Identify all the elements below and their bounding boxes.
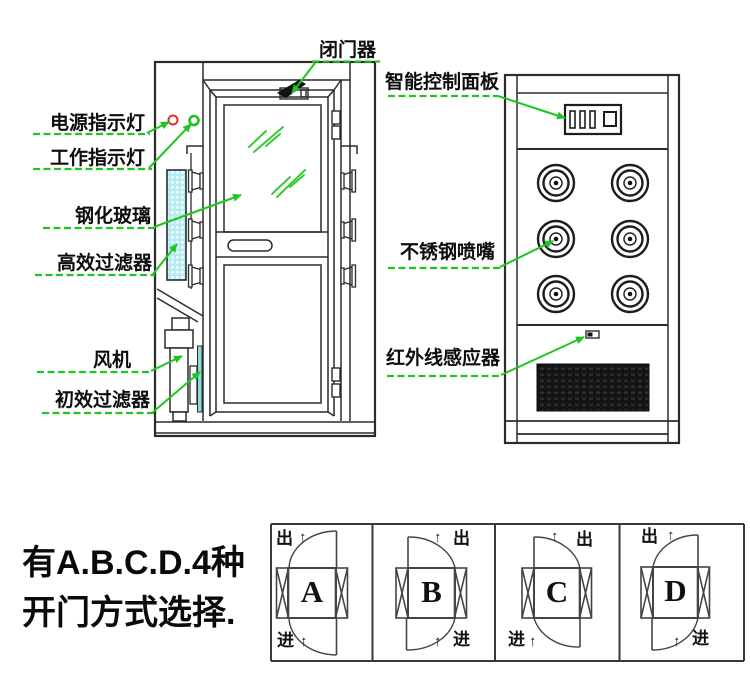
leader-nozzle bbox=[499, 240, 554, 268]
nozzle-icon bbox=[536, 274, 576, 314]
nozzle-icon bbox=[610, 163, 650, 203]
leader-door-closer bbox=[291, 62, 316, 94]
door-option-letter-b: B bbox=[421, 574, 442, 609]
door-option-letter-a: A bbox=[300, 574, 324, 609]
nozzle-icon bbox=[536, 219, 576, 259]
callout-underlines bbox=[33, 60, 501, 415]
label-fan: 风机 bbox=[93, 350, 132, 371]
label-tempered-glass: 钢化玻璃 bbox=[75, 206, 152, 227]
option-c-exit-arrow-icon: ↑ bbox=[551, 528, 559, 545]
option-d-enter-arrow-icon: ↑ bbox=[673, 633, 681, 650]
work-indicator-icon bbox=[188, 114, 200, 127]
label-hepa-filter: 高效过滤器 bbox=[57, 253, 153, 274]
option-d-exit-arrow-icon: ↑ bbox=[667, 527, 675, 544]
front-view-cabinet bbox=[503, 73, 681, 445]
headline-line-2: 开门方式选择. bbox=[22, 594, 236, 632]
leader-fan bbox=[150, 355, 183, 372]
option-b-enter-arrow-icon: ↑ bbox=[434, 633, 442, 650]
exhaust-grille bbox=[536, 363, 650, 412]
headline-line-1: 有A.B.C.D.4种 bbox=[22, 544, 245, 582]
label-control-panel: 智能控制面板 bbox=[385, 72, 500, 93]
control-panel-display bbox=[563, 103, 623, 136]
option-b-exit-arrow-icon: ↑ bbox=[434, 529, 442, 546]
option-d-exit-label: 出 bbox=[641, 527, 658, 546]
option-a-exit-arrow-icon: ↑ bbox=[299, 529, 307, 546]
door-hinges bbox=[331, 110, 341, 398]
door-option-letter-c: C bbox=[545, 574, 569, 609]
option-b-enter-label: 进 bbox=[453, 630, 470, 649]
option-b-exit-label: 出 bbox=[453, 529, 470, 548]
nozzle-icon bbox=[610, 274, 650, 314]
side-nozzle-brackets-right bbox=[340, 169, 357, 288]
side-view-cabinet bbox=[153, 60, 377, 438]
leader-work-indicator bbox=[148, 123, 192, 169]
option-a-exit-label: 出 bbox=[276, 529, 293, 548]
glass-door bbox=[202, 79, 342, 421]
label-primary-filter: 初效过滤器 bbox=[55, 390, 151, 411]
nozzle-icon bbox=[536, 163, 576, 203]
callout-leaders bbox=[146, 62, 585, 413]
option-c-enter-arrow-icon: ↑ bbox=[529, 633, 537, 650]
door-option-letter-d: D bbox=[664, 573, 687, 608]
leader-ir-sensor bbox=[500, 336, 585, 376]
door-option-a-drawing bbox=[275, 530, 349, 656]
door-closer-icon bbox=[277, 80, 309, 100]
nozzle-icon bbox=[610, 219, 650, 259]
label-nozzle: 不锈钢喷嘴 bbox=[400, 242, 496, 263]
label-power-indicator: 电源指示灯 bbox=[50, 113, 146, 134]
air-duct-funnel bbox=[156, 288, 204, 323]
option-a-enter-arrow-icon: ↑ bbox=[300, 633, 308, 650]
infrared-sensor-icon bbox=[585, 330, 600, 339]
door-options-table bbox=[270, 523, 745, 662]
side-nozzle-brackets-left bbox=[187, 153, 204, 289]
leader-primary-filter bbox=[152, 371, 201, 413]
door-option-d-drawing bbox=[640, 534, 711, 651]
hepa-filter-block bbox=[166, 169, 187, 281]
option-d-enter-label: 进 bbox=[692, 629, 709, 648]
label-door-closer: 闭门器 bbox=[319, 40, 377, 61]
leader-tempered-glass bbox=[153, 194, 242, 228]
door-option-b-drawing bbox=[395, 536, 468, 651]
fan-assembly bbox=[164, 317, 194, 422]
door-options-headline: 有A.B.C.D.4种 开门方式选择. bbox=[22, 538, 245, 638]
leader-power-indicator bbox=[146, 121, 170, 134]
option-a-enter-label: 进 bbox=[277, 631, 294, 650]
leader-hepa-filter bbox=[152, 243, 178, 275]
tempered-glass-panel bbox=[223, 104, 322, 233]
door-handle bbox=[227, 239, 273, 252]
stainless-nozzles bbox=[536, 163, 650, 314]
option-c-exit-label: 出 bbox=[576, 530, 593, 549]
option-c-enter-label: 进 bbox=[508, 630, 525, 649]
glass-reflection-marks bbox=[248, 126, 306, 198]
label-work-indicator: 工作指示灯 bbox=[50, 148, 146, 169]
leader-control-panel bbox=[497, 95, 566, 120]
door-option-c-drawing bbox=[521, 536, 593, 648]
label-ir-sensor: 红外线感应器 bbox=[386, 348, 501, 369]
power-indicator-icon bbox=[167, 114, 179, 126]
